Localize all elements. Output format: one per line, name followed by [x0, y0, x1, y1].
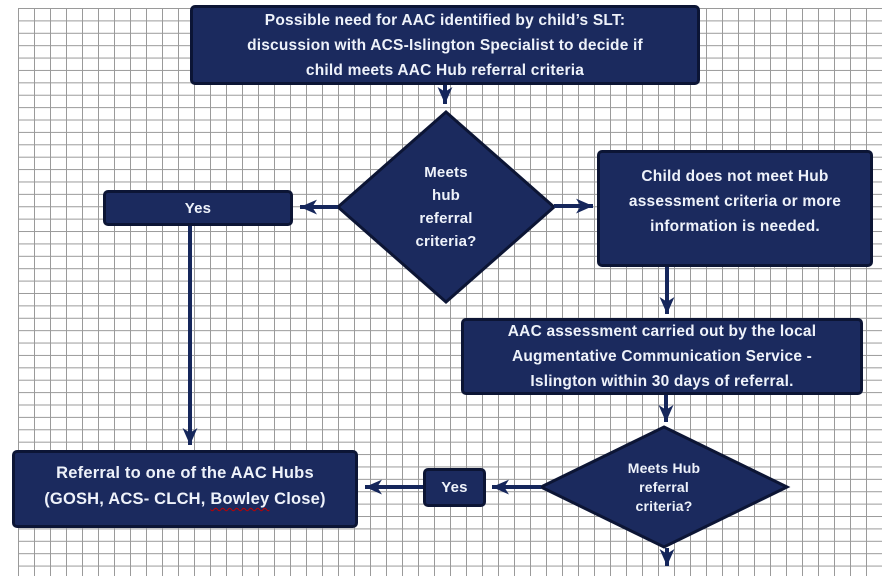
node-referral-line1: Referral to one of the AAC Hubs [56, 464, 314, 482]
node-not-met-line2: assessment criteria or more [628, 193, 842, 210]
node-assessment-line3: Islington within 30 days of referral. [530, 373, 794, 390]
node-assessment-line2: Augmentative Communication Service - [511, 348, 813, 365]
node-referral-line2-prefix: (GOSH, ACS- CLCH, [44, 490, 211, 508]
node-decision2: Meets Hub referral criteria? [539, 425, 789, 549]
node-yes-label-1: Yes [103, 190, 293, 226]
node-assessment: AAC assessment carried out by the local … [461, 318, 863, 395]
node-referral-hubs: Referral to one of the AAC Hubs (GOSH, A… [12, 450, 358, 528]
decision2-line1: Meets Hub [627, 459, 701, 476]
decision1-line2: hub [431, 187, 461, 204]
node-referral-spellchecked-word: Bowley [210, 490, 270, 508]
node-yes1-label: Yes [184, 199, 212, 217]
decision1-line3: referral [419, 210, 473, 227]
node-assessment-line1: AAC assessment carried out by the local [507, 323, 817, 340]
decision1-line4: criteria? [415, 233, 477, 250]
node-decision1: Meets hub referral criteria? [336, 110, 556, 304]
decision2-line3: criteria? [635, 497, 693, 514]
node-yes2-label: Yes [441, 479, 468, 496]
decision1-line1: Meets [424, 164, 468, 181]
node-referral-line2: (GOSH, ACS- CLCH, Bowley Close) [44, 486, 326, 512]
node-start-line3: child meets AAC Hub referral criteria [305, 61, 585, 79]
node-yes-label-2: Yes [423, 468, 486, 507]
node-referral-line2-suffix: Close) [269, 490, 326, 508]
node-start-line1: Possible need for AAC identified by chil… [264, 11, 626, 29]
node-not-met: Child does not meet Hub assessment crite… [597, 150, 873, 267]
decision2-line2: referral [639, 478, 689, 495]
node-start-line2: discussion with ACS-Islington Specialist… [247, 36, 643, 54]
node-not-met-line1: Child does not meet Hub [641, 168, 829, 185]
node-not-met-line3: information is needed. [650, 218, 820, 235]
node-start: Possible need for AAC identified by chil… [190, 5, 700, 85]
